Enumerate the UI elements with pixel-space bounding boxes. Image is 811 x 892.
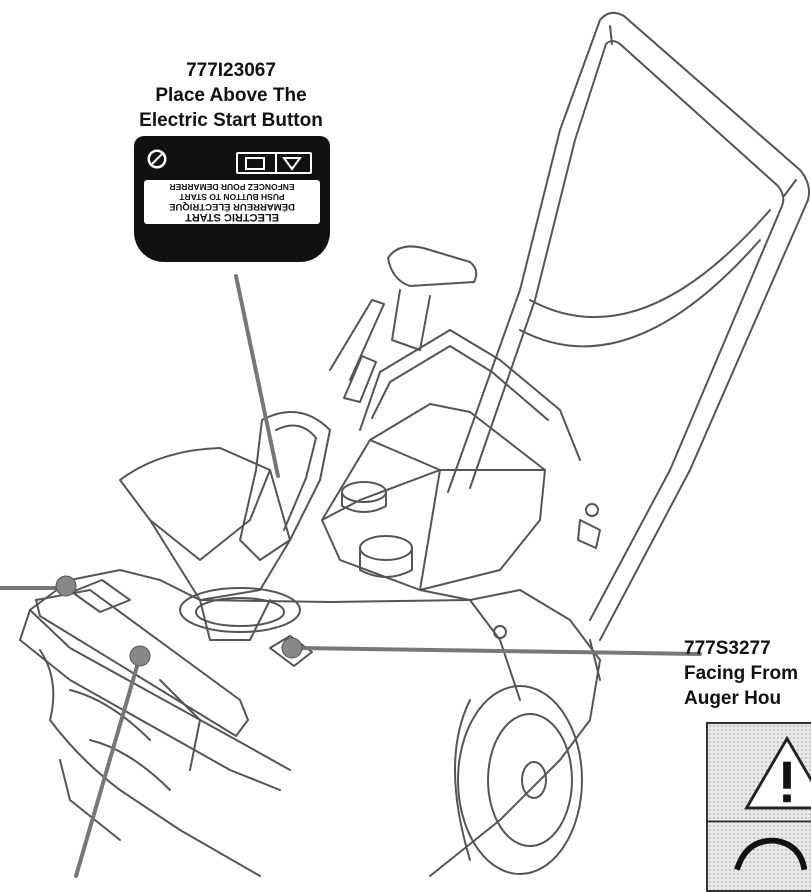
chute-control [239, 411, 331, 561]
engine-block [321, 403, 546, 591]
scraper-bar [35, 589, 249, 737]
decal-text-panel: ENFONCEZ POUR DEMARRER PUSH BUTTON TO ST… [144, 180, 320, 224]
leader-line-right [298, 646, 702, 656]
chute-deflector [119, 447, 271, 561]
marker-dot-right [281, 637, 303, 659]
marker-dot-bottom [129, 645, 151, 667]
callout-top-part-number: 777I23067 [186, 60, 276, 81]
callout-right-line2: Auger Hou [684, 688, 782, 709]
callout-top: 777I23067 Place Above The Electric Start… [96, 58, 366, 133]
electric-start-decal: ENFONCEZ POUR DEMARRER PUSH BUTTON TO ST… [134, 136, 330, 262]
decal-line-1: ELECTRIC START [185, 211, 279, 223]
auger-housing [29, 569, 601, 877]
callout-right-line1: Facing From [684, 663, 799, 684]
push-button-icon [236, 152, 312, 174]
callout-right: 777S3277 Facing From Auger Hou [684, 636, 811, 711]
no-symbol-icon [147, 149, 167, 169]
marker-dot-left [55, 575, 77, 597]
callout-top-line2: Electric Start Button [139, 110, 323, 131]
wheel [457, 685, 583, 875]
warning-triangle-icon [744, 735, 811, 810]
handle-inner [469, 40, 785, 621]
decal-header [142, 142, 322, 180]
decal-line-4: ENFONCEZ POUR DEMARRER [169, 182, 295, 192]
hand-hazard-icon [734, 837, 808, 871]
callout-top-line1: Place Above The [155, 85, 307, 106]
control-grip [387, 245, 478, 287]
callout-right-part-number: 777S3277 [684, 638, 771, 659]
leader-line-bottom [74, 654, 142, 878]
leader-line-top [234, 274, 280, 478]
handle-outer [447, 11, 810, 641]
warning-decal [706, 722, 811, 892]
